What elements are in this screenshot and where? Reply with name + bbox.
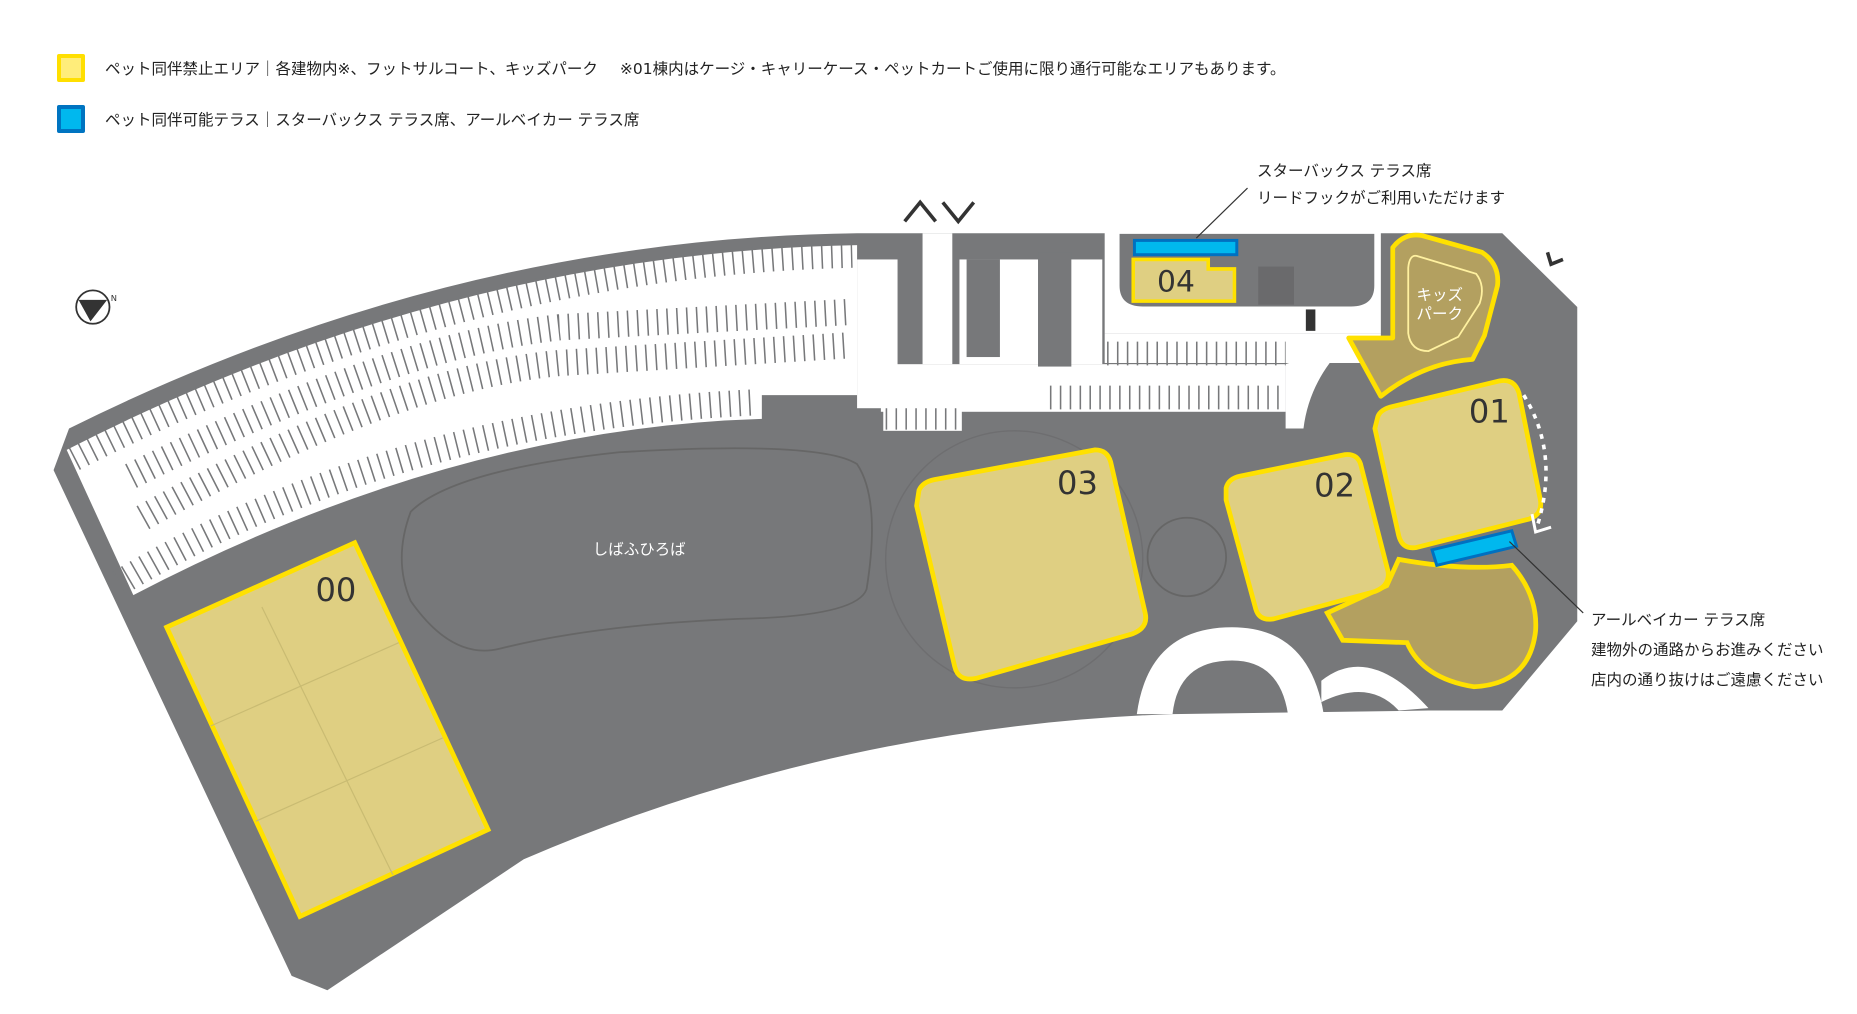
road xyxy=(883,404,962,431)
svg-text:N: N xyxy=(111,293,117,303)
legend-pets-ok-label: ペット同伴可能テラス｜スターバックス テラス席、アールベイカー テラス席 xyxy=(105,111,640,129)
callout-rbaker-note2: 店内の通り抜けはご遠慮ください xyxy=(1591,671,1824,689)
entrance-arrow-icon xyxy=(903,199,976,225)
lawn-plaza xyxy=(400,447,873,652)
road xyxy=(922,233,953,365)
lawn-plaza-label: しばふひろば xyxy=(593,541,686,559)
building-01 xyxy=(1372,378,1544,551)
callout-line-rbaker xyxy=(1508,541,1584,614)
callout-rbaker: アールベイカー テラス席 建物外の通路からお進みください 店内の通り抜けはご遠慮… xyxy=(1591,605,1824,695)
futsal-lines xyxy=(210,606,444,876)
building-label-04: 04 xyxy=(1157,265,1195,300)
building-label-01: 01 xyxy=(1469,393,1510,431)
callout-starbucks-note: リードフックがご利用いただけます xyxy=(1257,189,1506,207)
compass-icon: N xyxy=(75,289,117,325)
roundabout xyxy=(1321,666,1429,711)
starbucks-terrace xyxy=(1132,238,1239,257)
building-label-03: 03 xyxy=(1057,464,1098,502)
callout-rbaker-note1: 建物外の通路からお進みください xyxy=(1591,641,1824,659)
legend-swatch-yellow xyxy=(57,54,85,82)
building-block xyxy=(1258,266,1294,305)
walking-route xyxy=(1522,394,1548,525)
building-00-futsal-court xyxy=(163,539,492,920)
median xyxy=(1038,252,1072,367)
building-02 xyxy=(1223,452,1391,622)
entrance-arrow-icon xyxy=(1545,251,1564,267)
building-03 xyxy=(914,447,1149,682)
stairs xyxy=(1305,309,1316,331)
plaza-circle xyxy=(1146,516,1227,598)
building-label-00: 00 xyxy=(315,571,356,609)
building-04 xyxy=(1131,257,1237,303)
road xyxy=(1104,333,1381,363)
parking-lot xyxy=(66,245,858,596)
kids-park-label: パーク xyxy=(1417,305,1463,323)
building-label-02: 02 xyxy=(1314,466,1355,504)
kids-park-label: キッズ xyxy=(1417,286,1463,304)
legend-swatch-blue xyxy=(57,105,85,133)
rbaker-terrace xyxy=(1430,529,1519,568)
plaza-circle xyxy=(884,430,1144,689)
median xyxy=(966,259,1000,358)
kids-park-inner xyxy=(1407,254,1483,352)
legend-pets-ok: ペット同伴可能テラス｜スターバックス テラス席、アールベイカー テラス席 xyxy=(57,105,639,133)
parking-stalls xyxy=(136,332,854,530)
callout-starbucks: スターバックス テラス席 リードフックがご利用いただけます xyxy=(1257,158,1505,212)
legend-no-pets-label: ペット同伴禁止エリア｜各建物内※、フットサルコート、キッズパーク xyxy=(105,60,598,78)
callout-starbucks-title: スターバックス テラス席 xyxy=(1257,162,1432,180)
route-arrow-icon xyxy=(1530,513,1552,534)
kids-park xyxy=(1346,232,1501,399)
roundabout xyxy=(1136,627,1324,715)
road xyxy=(1285,345,1346,429)
callout-rbaker-title: アールベイカー テラス席 xyxy=(1591,611,1766,629)
legend-no-pets: ペット同伴禁止エリア｜各建物内※、フットサルコート、キッズパーク ※01棟内はケ… xyxy=(57,54,1285,82)
legend-note: ※01棟内はケージ・キャリーケース・ペットカートご使用に限り通行可能なエリアもあ… xyxy=(619,60,1286,78)
callout-line-starbucks xyxy=(1195,187,1248,239)
